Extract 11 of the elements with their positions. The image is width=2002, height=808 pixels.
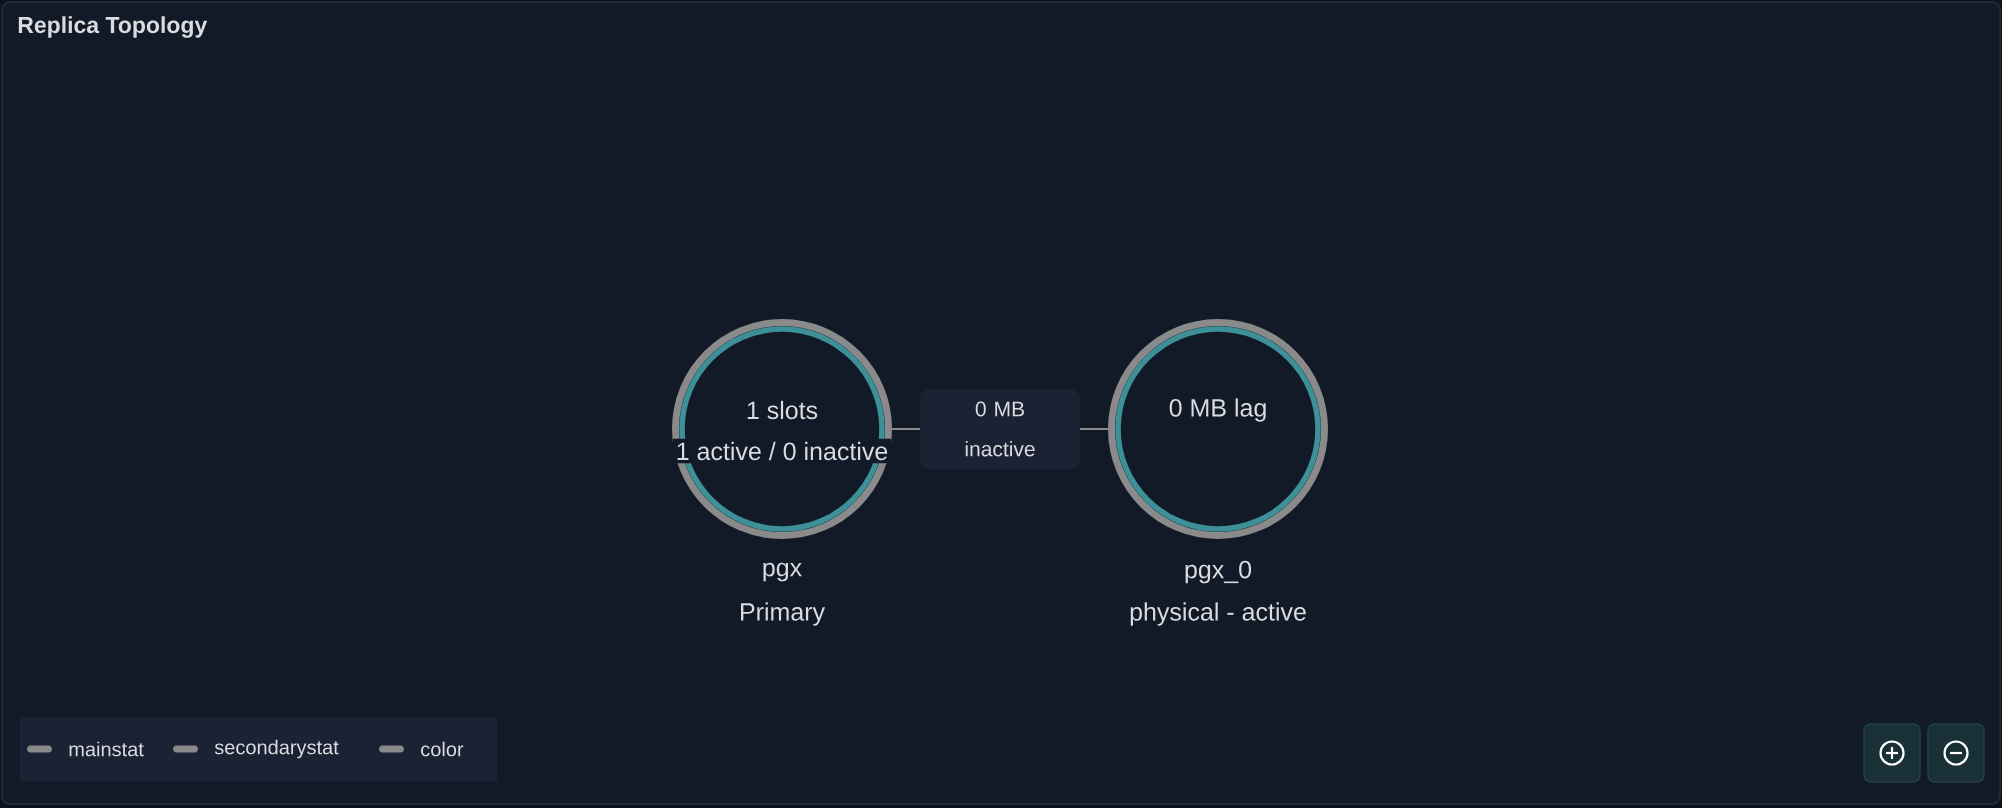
node-label: Primary (741, 602, 825, 626)
panel-title: Replica Topology (18, 16, 208, 38)
legend-label: mainstat (69, 741, 144, 757)
edge-label: 0 MB inactive (920, 389, 1080, 469)
node-label: pgx_0 (1185, 560, 1252, 584)
legend-label: secondarystat (214, 739, 339, 759)
stat-text: 1 active / 0 inactive (672, 438, 892, 464)
legend-label: color (421, 741, 464, 757)
node-label: physical - active (1130, 602, 1306, 626)
stat-text: 0 MB lag (1165, 395, 1271, 425)
node-label: pgx (763, 562, 802, 582)
